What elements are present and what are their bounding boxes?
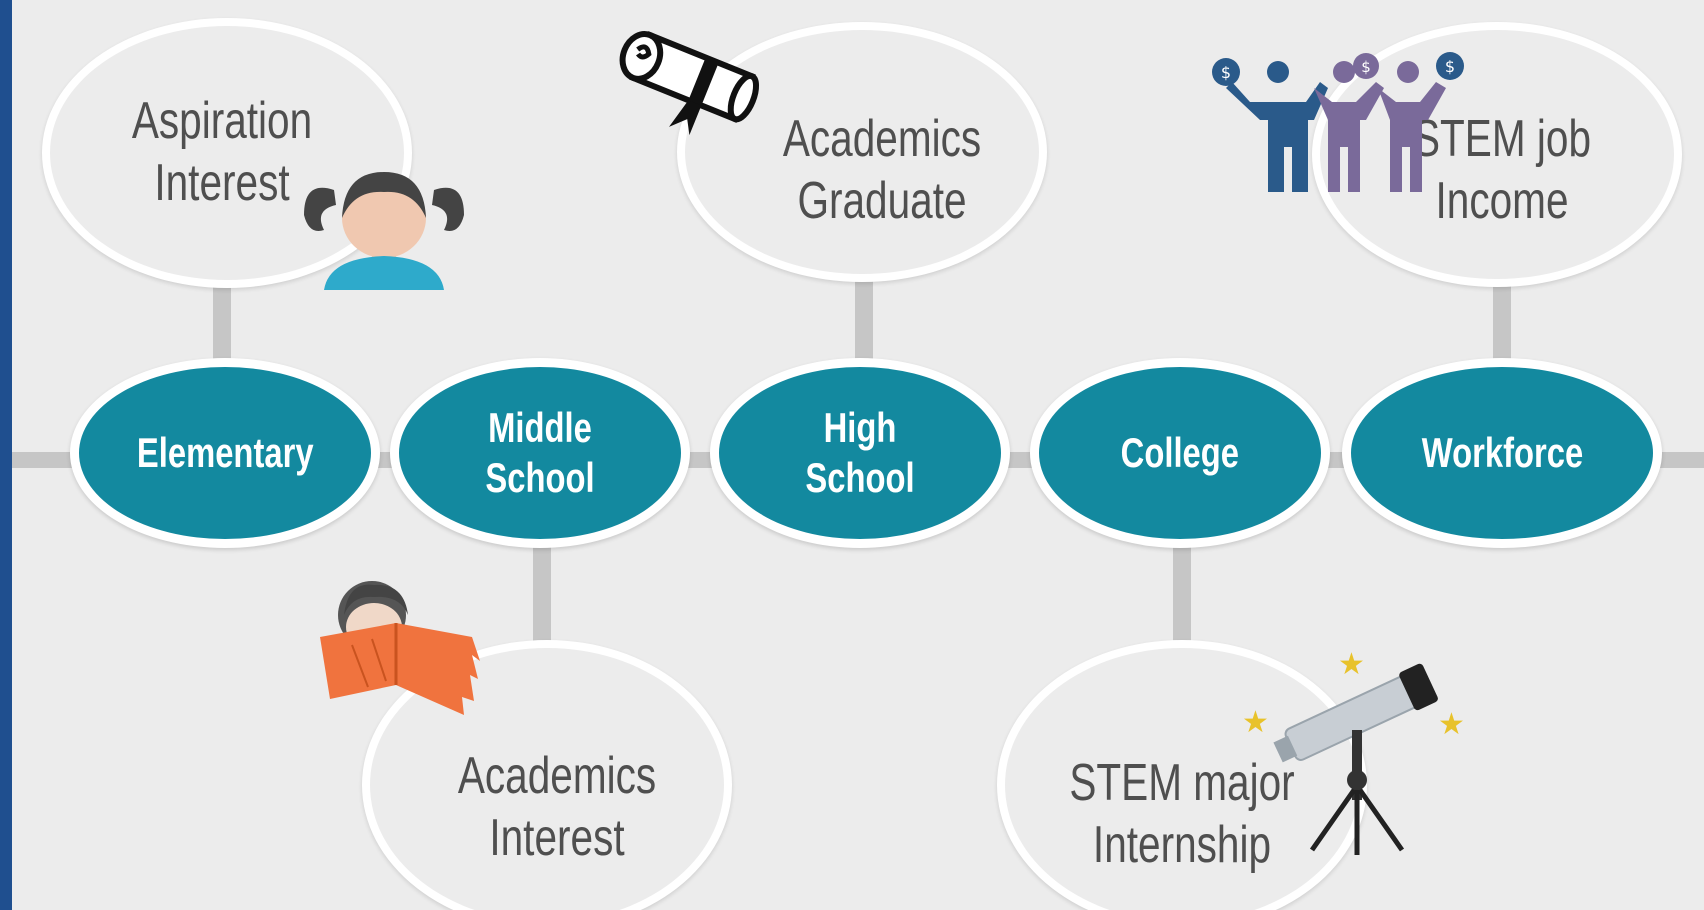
bubble-stem-college: [997, 640, 1367, 910]
stage-label: High School: [805, 404, 915, 501]
svg-text:★: ★: [1438, 707, 1465, 742]
svg-text:$: $: [1445, 57, 1455, 76]
bubble-text-academics-high: Academics Graduate: [765, 108, 999, 232]
telescope-icon: ★ ★ ★: [1242, 647, 1465, 855]
stage-label: Workforce: [1421, 429, 1583, 476]
bubble-line1: Academics: [782, 110, 982, 168]
connector-elementary: [213, 270, 231, 360]
bubble-text-stem-college: STEM major Internship: [1065, 752, 1299, 876]
pathway-diagram: Elementary Middle School High School Col…: [12, 0, 1704, 910]
stage-label: College: [1120, 429, 1240, 476]
stage-high-school: High School: [710, 358, 1010, 548]
bubble-academics-high: [677, 22, 1047, 282]
bubble-line2: Interest: [154, 154, 290, 212]
bubble-text-aspiration: Aspiration Interest: [105, 90, 339, 214]
stage-college: College: [1030, 358, 1330, 548]
bubble-aspiration: [42, 18, 412, 288]
svg-text:$: $: [1361, 58, 1371, 76]
connector-middle-school: [533, 540, 551, 650]
svg-text:$: $: [1221, 63, 1231, 82]
bubble-text-academics-middle: Academics Interest: [440, 745, 674, 869]
connector-workforce: [1493, 270, 1511, 360]
svg-text:★: ★: [1242, 705, 1269, 740]
bubble-line2: Interest: [489, 809, 625, 867]
bubble-line1: STEM major: [1069, 754, 1295, 812]
bubble-line2: Internship: [1092, 816, 1272, 874]
stage-workforce: Workforce: [1342, 358, 1662, 548]
svg-text:★: ★: [1338, 647, 1365, 682]
reading-child-icon: [320, 581, 480, 715]
stage-label: Middle School: [485, 404, 595, 501]
stage-label: Elementary: [136, 429, 314, 476]
girl-icon: [304, 172, 464, 290]
bubble-text-stem-job: STEM job Income: [1385, 108, 1619, 232]
bubble-line2: Income: [1435, 172, 1569, 230]
connector-college: [1173, 540, 1191, 650]
stage-elementary: Elementary: [70, 358, 380, 548]
bubble-line1: Aspiration: [131, 92, 313, 150]
bubble-line1: STEM job: [1412, 110, 1592, 168]
workers-moneybags-icon: $ $ $: [1212, 52, 1464, 192]
bubble-line2: Graduate: [797, 172, 967, 230]
bubble-line1: Academics: [457, 747, 657, 805]
connector-high-school: [855, 270, 873, 360]
stage-middle-school: Middle School: [390, 358, 690, 548]
diploma-icon: [619, 31, 760, 136]
